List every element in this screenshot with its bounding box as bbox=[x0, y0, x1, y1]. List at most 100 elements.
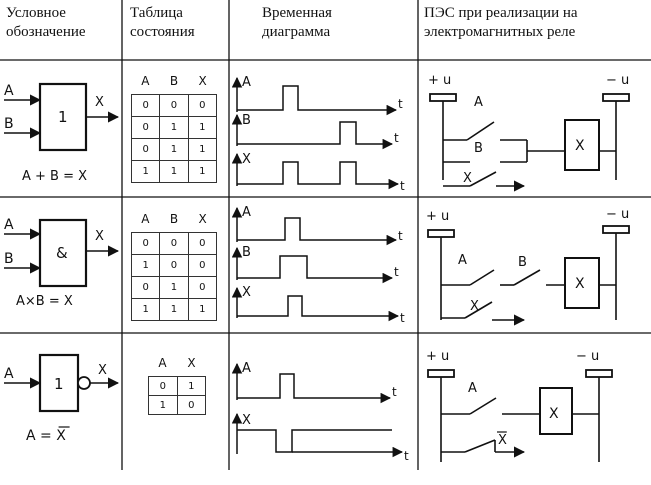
gate-function-symbol: 1 bbox=[58, 108, 68, 126]
relay-coil-label: X bbox=[549, 406, 559, 422]
timing-diagram-or bbox=[231, 76, 400, 190]
table-cell: 1 bbox=[159, 116, 189, 139]
gate-formula: A = X bbox=[26, 428, 66, 444]
header-col4: ПЭС при реализации на электромагнитных р… bbox=[424, 4, 650, 42]
relay-minus-label: − u bbox=[606, 73, 629, 88]
gate-output-label: X bbox=[95, 229, 104, 244]
table-cell: 0 bbox=[148, 376, 178, 396]
gate-function-symbol: 1 bbox=[54, 375, 64, 393]
header-col4-line1: ПЭС при реализации на bbox=[424, 5, 578, 21]
table-cell: 0 bbox=[187, 94, 218, 117]
header-col3: Временная диаграмма bbox=[262, 4, 412, 42]
table-cell: 1 bbox=[159, 138, 189, 161]
header-col1-line2: обозначение bbox=[6, 24, 86, 40]
relay-plus-label: + u bbox=[426, 209, 449, 224]
relay-contact-label: A bbox=[458, 253, 467, 268]
table-cell: 1 bbox=[130, 160, 161, 183]
table-cell: 1 bbox=[148, 395, 178, 415]
relay-contact-label: X bbox=[470, 299, 479, 314]
relay-contact-label: B bbox=[474, 141, 483, 156]
timing-signal-label: X bbox=[242, 285, 251, 300]
table-cell: 0 bbox=[159, 232, 189, 255]
table-cell: 0 bbox=[187, 254, 218, 277]
table-column-header: A bbox=[141, 212, 150, 226]
time-axis-label: t bbox=[398, 229, 403, 243]
header-col1-line1: Условное bbox=[6, 5, 66, 21]
gate-input-label: A bbox=[4, 217, 14, 233]
timing-signal-label: A bbox=[242, 205, 251, 220]
gate-input-label: B bbox=[4, 116, 14, 132]
table-cell: 1 bbox=[159, 160, 189, 183]
relay-plus-label: + u bbox=[428, 73, 451, 88]
table-cell: 1 bbox=[187, 116, 218, 139]
header-col3-line1: Временная bbox=[262, 5, 332, 21]
header-col4-line2: электромагнитных реле bbox=[424, 24, 576, 40]
relay-contact-label: X bbox=[463, 171, 472, 186]
timing-diagram-not bbox=[231, 362, 404, 458]
relay-coil-label: X bbox=[575, 138, 585, 154]
time-axis-label: t bbox=[392, 385, 397, 399]
relay-circuit-not bbox=[427, 369, 613, 462]
table-cell: 0 bbox=[130, 116, 161, 139]
table-cell: 1 bbox=[187, 160, 218, 183]
table-cell: 0 bbox=[159, 254, 189, 277]
gate-input-label: A bbox=[4, 366, 14, 382]
header-col2-line2: состояния bbox=[130, 24, 195, 40]
table-cell: 0 bbox=[187, 276, 218, 299]
time-axis-label: t bbox=[398, 97, 403, 111]
relay-contact-label: X bbox=[498, 433, 507, 448]
table-column-header: A bbox=[141, 74, 150, 88]
time-axis-label: t bbox=[394, 131, 399, 145]
table-cell: 0 bbox=[159, 94, 189, 117]
table-cell: 0 bbox=[130, 94, 161, 117]
gate-formula: A×B = X bbox=[16, 294, 73, 309]
timing-signal-label: A bbox=[242, 75, 251, 90]
relay-contact-label: B bbox=[518, 255, 527, 270]
timing-diagram-and bbox=[231, 206, 400, 322]
header-col3-line2: диаграмма bbox=[262, 24, 331, 40]
relay-coil-label: X bbox=[575, 276, 585, 292]
table-cell: 0 bbox=[130, 276, 161, 299]
table-column-header: B bbox=[169, 74, 179, 88]
table-cell: 0 bbox=[130, 138, 161, 161]
table-column-header: X bbox=[187, 356, 196, 370]
table-cell: 0 bbox=[187, 232, 218, 255]
time-axis-label: t bbox=[400, 179, 405, 193]
table-cell: 1 bbox=[130, 298, 161, 321]
gate-formula: A + B = X bbox=[22, 169, 87, 184]
table-cell: 1 bbox=[187, 138, 218, 161]
table-cell: 1 bbox=[130, 254, 161, 277]
time-axis-label: t bbox=[400, 311, 405, 325]
relay-circuit-and bbox=[427, 225, 630, 326]
header-col1: Условное обозначение bbox=[6, 4, 120, 42]
relay-plus-label: + u bbox=[426, 349, 449, 364]
timing-signal-label: X bbox=[242, 152, 251, 167]
timing-signal-label: B bbox=[242, 245, 251, 260]
table-cell: 1 bbox=[159, 276, 189, 299]
gate-input-label: B bbox=[4, 251, 14, 267]
timing-signal-label: X bbox=[242, 413, 251, 428]
table-cell: 0 bbox=[176, 395, 206, 415]
table-grid bbox=[0, 0, 651, 470]
relay-contact-label: A bbox=[468, 381, 477, 396]
gate-function-symbol: & bbox=[56, 244, 68, 262]
time-axis-label: t bbox=[404, 449, 409, 463]
table-cell: 1 bbox=[159, 298, 189, 321]
header-col2-line1: Таблица bbox=[130, 5, 183, 21]
table-cell: 1 bbox=[187, 298, 218, 321]
or-gate-symbol bbox=[4, 82, 120, 152]
header-col2: Таблица состояния bbox=[130, 4, 226, 42]
